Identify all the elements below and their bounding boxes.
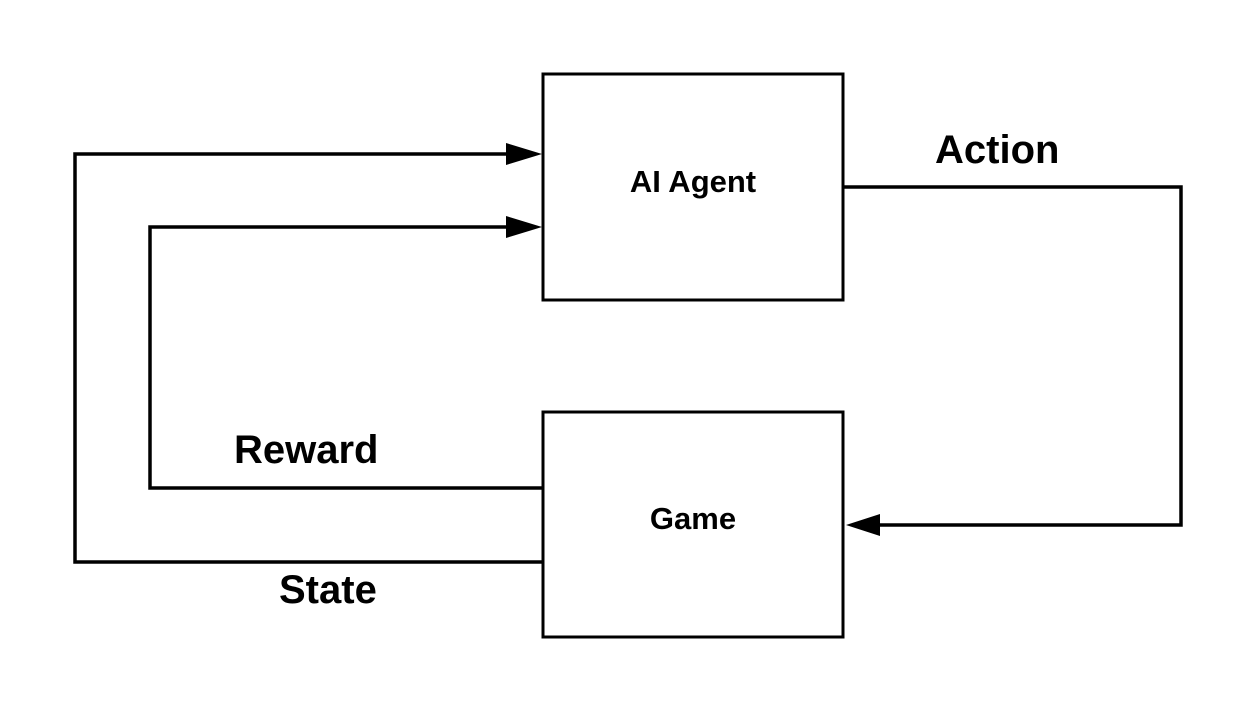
reward-arrowhead <box>506 216 542 238</box>
reward-edge: Reward <box>148 216 543 490</box>
action-edge: Action <box>843 128 1183 536</box>
state-arrowhead <box>506 143 542 165</box>
state-label: State <box>279 568 377 612</box>
agent-node[interactable]: AI Agent <box>541 72 845 302</box>
agent-box[interactable] <box>541 72 845 302</box>
state-connector <box>73 152 543 564</box>
game-node[interactable]: Game <box>541 410 845 639</box>
action-connector <box>843 185 1183 527</box>
state-edge: State <box>73 143 543 612</box>
reward-connector <box>148 225 543 490</box>
action-arrowhead <box>846 514 880 536</box>
game-label: Game <box>650 501 736 536</box>
reward-label: Reward <box>234 428 379 472</box>
game-box[interactable] <box>541 410 845 639</box>
agent-label: AI Agent <box>630 164 756 199</box>
action-label: Action <box>935 128 1059 172</box>
